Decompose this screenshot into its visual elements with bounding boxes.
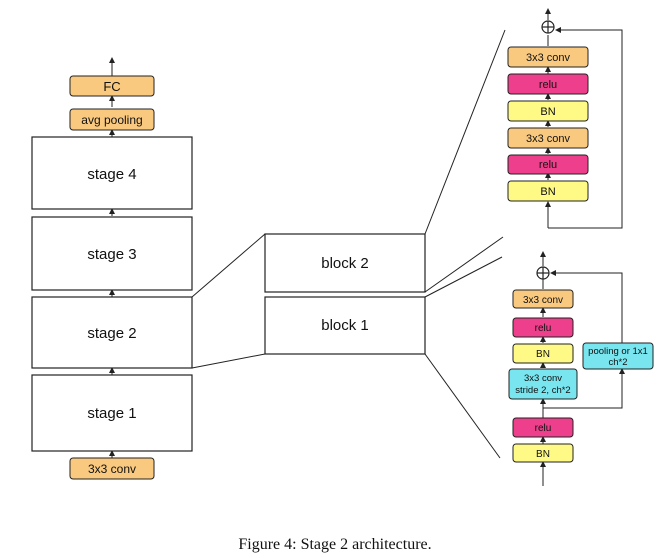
svg-text:relu: relu: [539, 79, 557, 91]
block2-conv-bottom: 3x3 conv: [507, 127, 589, 149]
block1-detail: 3x3 conv relu BN 3x3 conv stride 2, ch*2…: [508, 251, 654, 486]
block1-shortcut-box: pooling or 1x1 ch*2: [582, 342, 654, 370]
figure-caption: Figure 4: Stage 2 architecture.: [238, 536, 432, 553]
svg-text:BN: BN: [536, 449, 550, 460]
block2-bn-bottom: BN: [507, 180, 589, 202]
block2-sum-node: [541, 20, 555, 34]
avg-pooling-label: avg pooling: [81, 113, 142, 127]
svg-text:3x3 conv: 3x3 conv: [526, 133, 571, 145]
block2-relu-bottom: relu: [507, 154, 589, 175]
stage2-box: stage 2: [31, 296, 193, 369]
zoom-lines-stage2: [191, 233, 266, 369]
block2-detail: 3x3 conv relu BN 3x3 conv relu BN: [507, 8, 623, 229]
svg-text:relu: relu: [535, 423, 552, 434]
stage4-label: stage 4: [87, 166, 136, 183]
block1-bn-top: BN: [512, 343, 574, 364]
fc-label: FC: [103, 79, 120, 94]
block2-box: block 2: [264, 233, 426, 293]
block1-shortcut-lower: [543, 368, 625, 409]
block2-relu-top: relu: [507, 73, 589, 95]
left-column: FC avg pooling stage 4 stage 3 stage 2 s…: [31, 57, 193, 480]
input-conv-label: 3x3 conv: [88, 462, 136, 476]
input-conv-box: 3x3 conv: [69, 457, 155, 480]
svg-text:ch*2: ch*2: [608, 357, 627, 368]
avg-pooling-box: avg pooling: [69, 108, 155, 131]
stage3-box: stage 3: [31, 216, 193, 291]
svg-text:3x3 conv: 3x3 conv: [523, 295, 563, 306]
block1-relu-bottom: relu: [512, 417, 574, 438]
block2-shortcut-line: [548, 27, 623, 229]
block1-label: block 1: [321, 317, 369, 334]
block1-sum-node: [536, 266, 550, 280]
svg-text:BN: BN: [540, 186, 555, 198]
block2-bn-top: BN: [507, 100, 589, 122]
stage1-box: stage 1: [31, 374, 193, 452]
stage4-box: stage 4: [31, 136, 193, 210]
middle-column: block 2 block 1: [264, 233, 426, 355]
zoom-lines-blocks: [424, 29, 506, 459]
stage1-label: stage 1: [87, 405, 136, 422]
block1-shortcut-upper: [550, 270, 623, 343]
block1-bn-bottom: BN: [512, 443, 574, 463]
svg-text:BN: BN: [536, 349, 550, 360]
svg-text:pooling or 1x1: pooling or 1x1: [588, 346, 648, 357]
svg-text:stride 2, ch*2: stride 2, ch*2: [515, 385, 570, 396]
fc-box: FC: [69, 75, 155, 97]
stage3-label: stage 3: [87, 246, 136, 263]
svg-text:relu: relu: [535, 323, 552, 334]
block1-conv-top: 3x3 conv: [512, 289, 574, 309]
svg-text:BN: BN: [540, 106, 555, 118]
stage2-label: stage 2: [87, 325, 136, 342]
block2-conv-top: 3x3 conv: [507, 46, 589, 68]
block1-conv-stride: 3x3 conv stride 2, ch*2: [508, 368, 578, 400]
block2-label: block 2: [321, 255, 369, 272]
svg-text:relu: relu: [539, 159, 557, 171]
architecture-diagram: FC avg pooling stage 4 stage 3 stage 2 s…: [31, 8, 654, 486]
svg-text:3x3 conv: 3x3 conv: [526, 52, 571, 64]
svg-text:3x3 conv: 3x3 conv: [524, 373, 562, 384]
block1-relu-top: relu: [512, 317, 574, 338]
block1-box: block 1: [264, 296, 426, 355]
